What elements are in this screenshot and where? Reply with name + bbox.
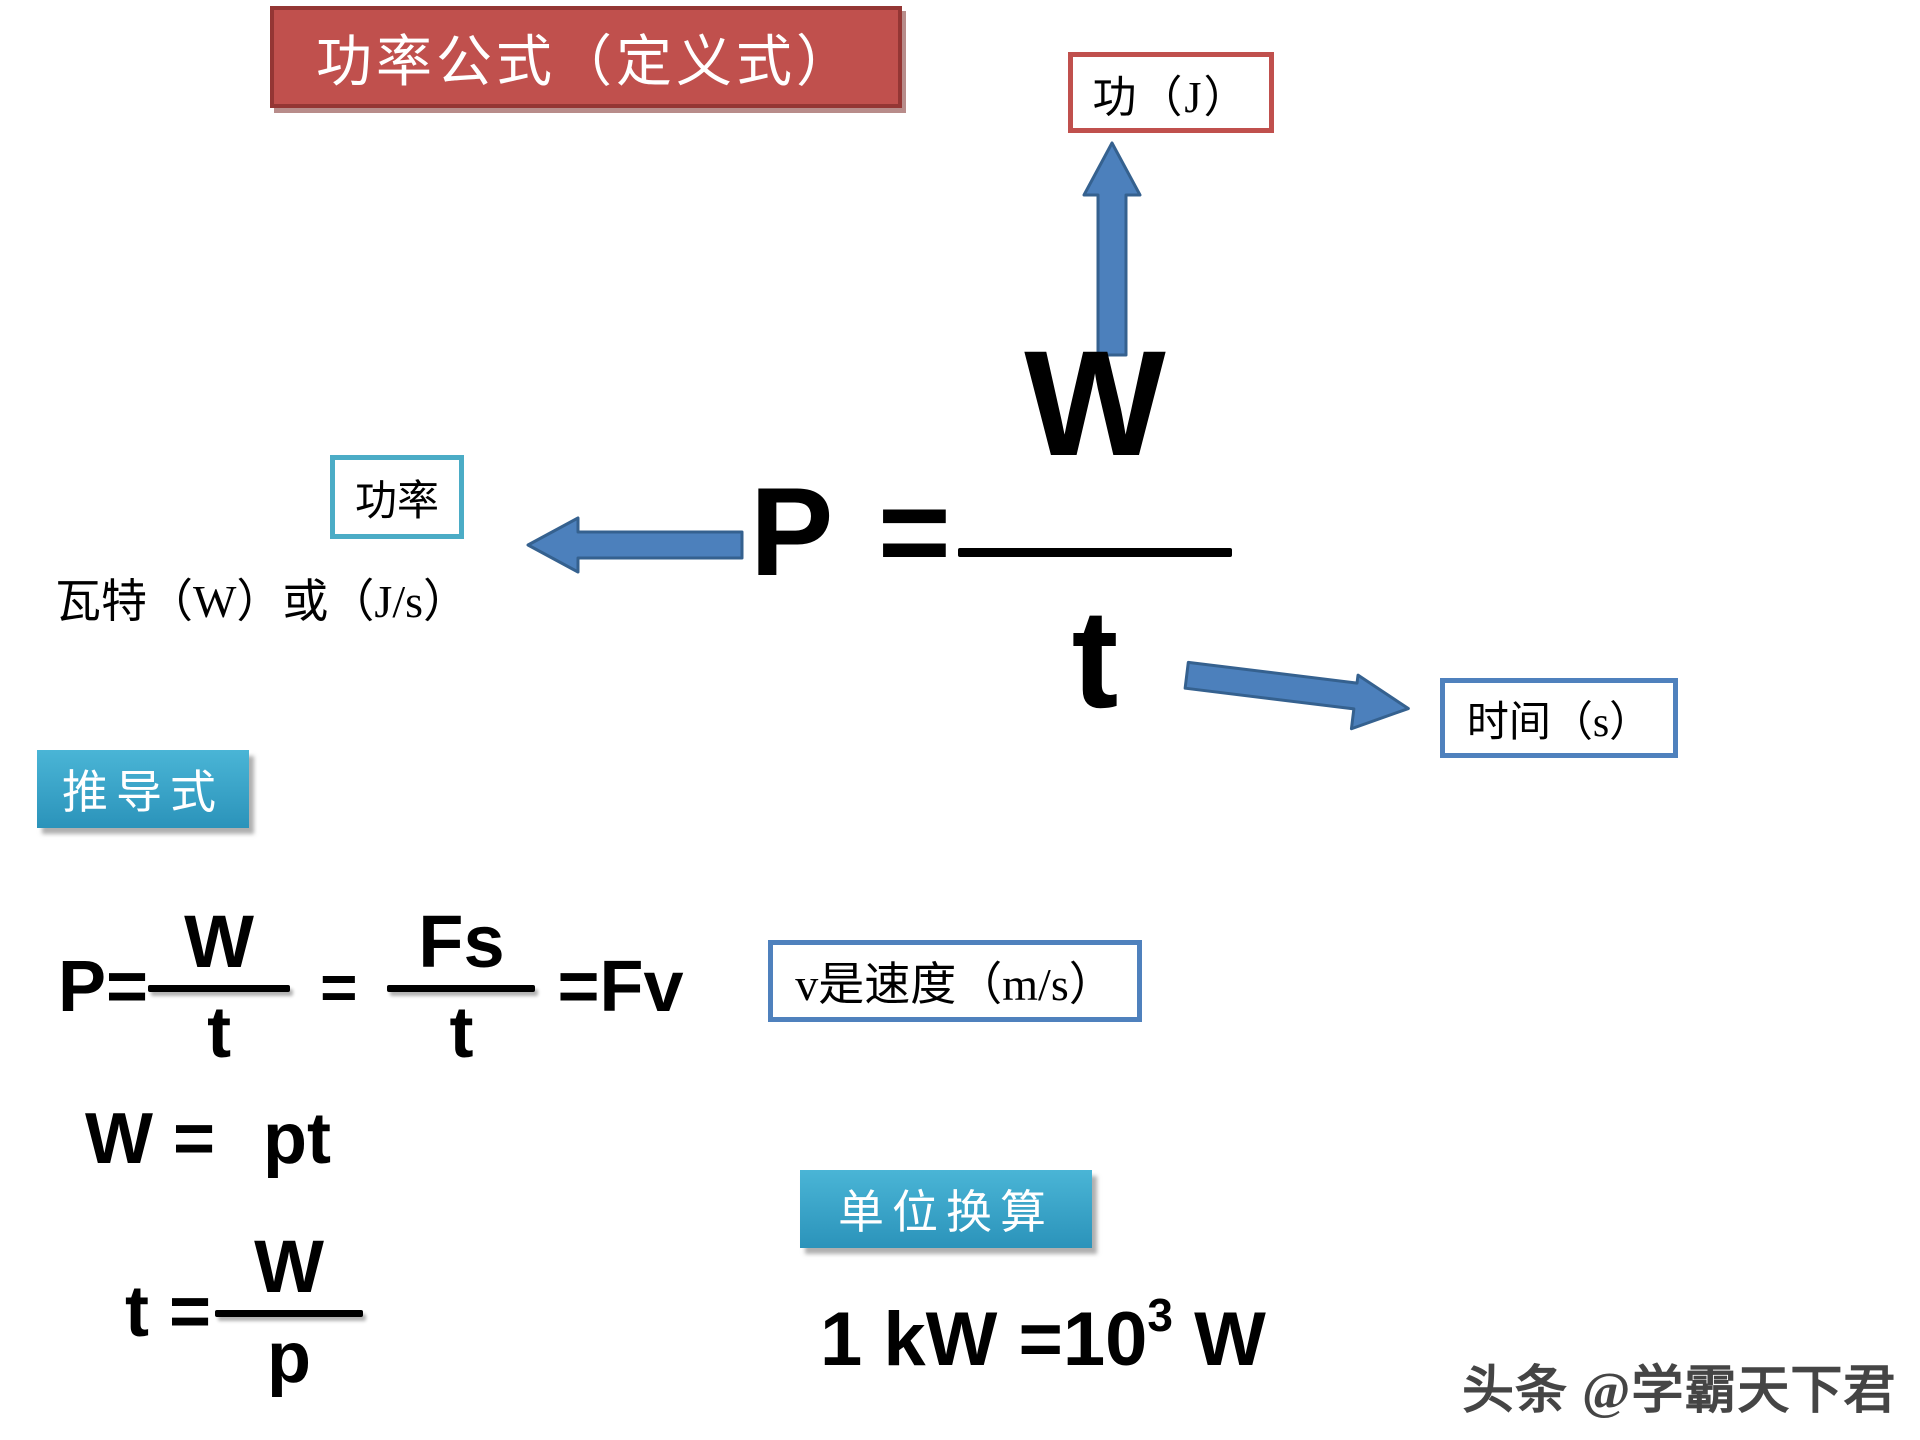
velocity-callout-box: v是速度（m/s） (768, 940, 1142, 1022)
derived-rhs: =Fv (557, 947, 684, 1028)
main-formula-numerator: W (1024, 319, 1166, 487)
main-formula-denominator: t (1071, 580, 1119, 737)
watermark-text: 头条 @学霸天下君 (1462, 1363, 1897, 1420)
derived-frac2-denominator: t (449, 992, 474, 1073)
left-arrow-icon (526, 516, 744, 574)
time-formula-bar (215, 1309, 364, 1317)
unit-conversion-formula: 1 kW =103 W (820, 1288, 1266, 1383)
time-formula-fraction: W p (215, 1225, 364, 1398)
derived-frac2-bar (387, 984, 536, 992)
unit-base: 1 kW =10 (820, 1297, 1148, 1382)
time-formula-numerator: W (254, 1225, 324, 1308)
derived-frac1-denominator: t (207, 992, 232, 1073)
unit-exponent: 3 (1147, 1289, 1174, 1341)
title-text: 功率公式（定义式） (316, 31, 856, 94)
time-formula-lhs: t = (125, 1272, 212, 1353)
up-arrow-icon (1082, 141, 1142, 357)
derived-equals: = (320, 951, 358, 1024)
power-callout-label: 功率 (354, 478, 439, 525)
time-formula: t = W p (125, 1225, 364, 1398)
right-arrow-icon (1183, 660, 1410, 731)
work-callout-box: 功（J） (1068, 52, 1274, 133)
unit-conversion-section-label: 单位换算 (838, 1187, 1054, 1238)
derived-frac1-bar (148, 984, 291, 992)
time-formula-denominator: p (267, 1317, 312, 1398)
unit-conversion-section-tag: 单位换算 (800, 1170, 1092, 1248)
derivation-section-label: 推导式 (62, 767, 224, 818)
time-callout-box: 时间（s） (1440, 678, 1678, 758)
watt-units-text: 瓦特（W）或（J/s） (55, 576, 469, 627)
work-formula-lhs: W = (85, 1099, 216, 1179)
work-formula-rhs: pt (263, 1099, 331, 1179)
work-formula: W = pt (85, 1098, 331, 1180)
derived-fraction-2: Fs t (387, 900, 536, 1073)
power-callout-box: 功率 (330, 455, 464, 539)
derivation-section-tag: 推导式 (37, 750, 249, 828)
velocity-callout-label: v是速度（m/s） (795, 959, 1115, 1010)
main-formula-lhs: P = (750, 463, 957, 602)
derived-frac2-numerator: Fs (418, 900, 505, 983)
derived-lhs: P= (58, 947, 149, 1028)
title-banner: 功率公式（定义式） (270, 6, 902, 108)
derived-fraction-1: W t (148, 900, 291, 1073)
work-callout-label: 功（J） (1092, 72, 1250, 122)
derived-formula: P= W t = Fs t =Fv (58, 903, 684, 1071)
unit-suffix: W (1173, 1297, 1266, 1382)
time-callout-label: 时间（s） (1466, 699, 1652, 746)
derived-frac1-numerator: W (184, 900, 254, 983)
main-fraction-bar (958, 548, 1232, 557)
